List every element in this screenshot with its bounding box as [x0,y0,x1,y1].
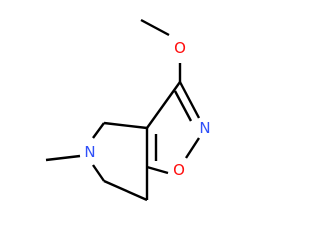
atom-n-isoxazole: N [199,119,210,137]
bond-c4-n5 [92,122,105,139]
bond-c6-c7 [103,179,148,202]
bond-c3-n-double-inner [173,90,193,122]
bond-c3a-c4 [103,121,148,130]
bond-c3-c3a [146,81,181,129]
bond-methyl-o-methoxy [140,18,170,37]
bond-o-ring-c7a [146,165,169,175]
atom-o-methoxy: O [174,39,186,57]
atom-o-isoxazole: O [173,161,185,179]
molecule-structure: O N O N [45,18,211,202]
bond-n5-c6 [92,164,105,182]
bond-c3-n-double-outer [178,81,201,119]
bond-n-o-ring [184,137,201,159]
atom-n-amine: N [84,143,95,161]
bond-n5-methyl [45,154,81,162]
